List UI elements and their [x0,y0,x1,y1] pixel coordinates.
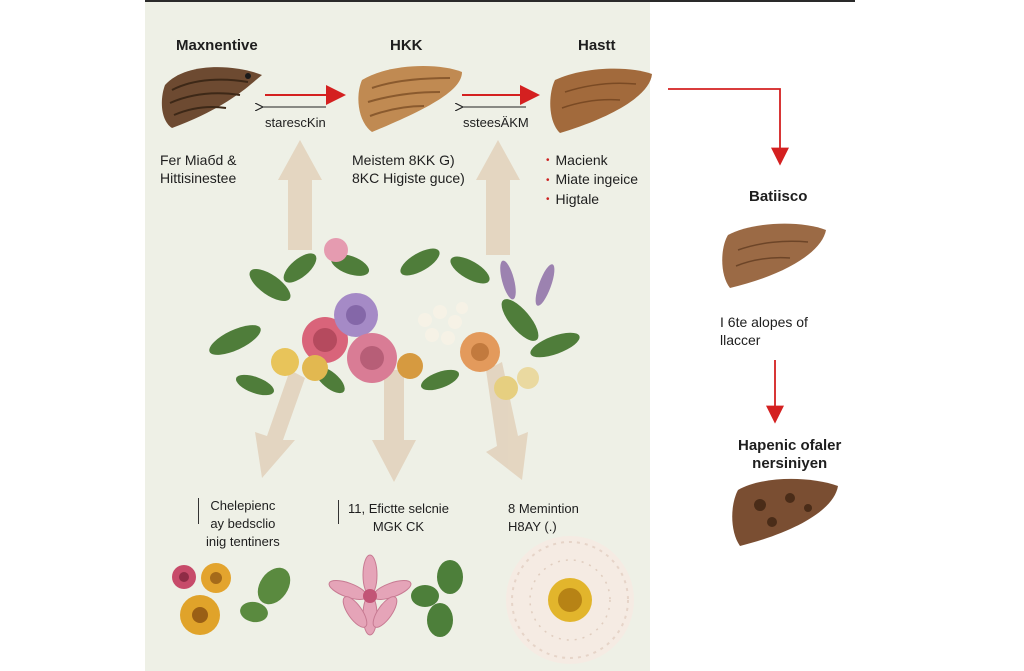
liver-stage3-image [550,68,652,133]
bottom-right-label: 8 Memintion H8AY (.) [508,501,579,534]
stage2-title: HKK [390,37,423,54]
downward-flow-arrows [255,362,528,482]
bottom-left-flowers-image [172,563,291,635]
stage2-note: Meistem 8KK G) 8KС Higiste guce) [352,152,465,186]
stage3-bullet-item: Higtale [546,190,638,209]
stage1-note: Fer Miaбd & Hittisinestee [160,152,237,186]
top-border-line [145,0,855,2]
liver-stage1-image [161,67,262,128]
stage1-title: Maxnentive [176,37,258,54]
left-label-marker [198,498,199,524]
bottom-left-label: Chelepienc ay bedsclio inig tentiners [206,498,280,549]
bottom-middle-label: 11, Efictte selcnie MGK CK [348,501,449,534]
bottom-right-daisy-image [506,536,634,664]
liver-stage5-image [732,478,838,546]
floral-bouquet-image [209,238,580,400]
stage3-title: Hastt [578,37,616,54]
progression-column [650,0,855,671]
stage4-note: I 6te alopes of llaccer [720,314,808,348]
arrow-label-second: ssteesÄKM [463,115,529,130]
stage4-title: Batiisco [749,188,808,205]
stage3-bullet-list: Macienk Miate ingeice Higtale [546,151,639,209]
stage3-bullet-item: Miate ingeice [546,170,639,189]
bottom-middle-flower-image [328,554,463,637]
liver-stage2-image [358,66,462,132]
arrow-label-first: starescKin [265,115,326,130]
liver-stage4-image [722,223,826,288]
flow-arrow-down-left [255,370,305,478]
upward-flow-arrows [278,140,520,255]
stage5-title: Hapenic ofaler nersiniyen [738,437,842,472]
middle-label-marker [338,500,339,524]
stage3-bullet-item: Macienk [546,151,638,170]
flow-arrow-up-left [278,140,322,250]
red-connector-stage3-to-4 [668,88,789,166]
flow-arrow-down-middle [372,370,416,482]
flow-arrow-up-right [476,140,520,255]
